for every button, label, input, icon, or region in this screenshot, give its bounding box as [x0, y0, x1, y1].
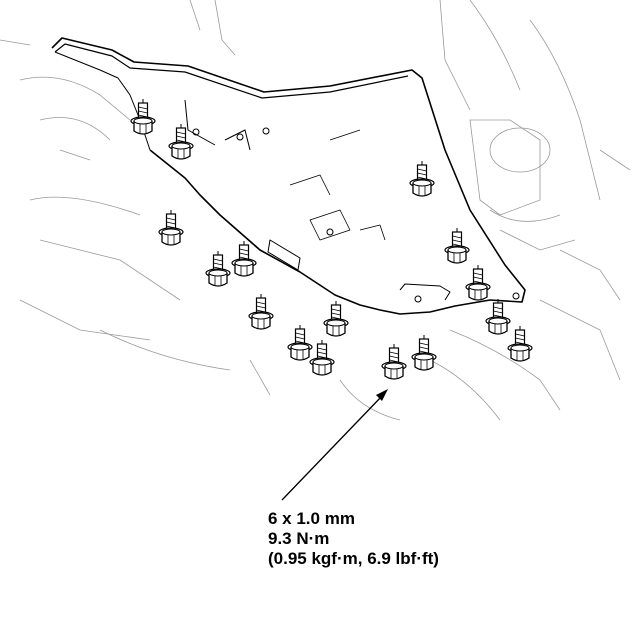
bolt [507, 325, 533, 362]
bolt-group [130, 98, 533, 380]
bolt [381, 343, 407, 380]
callout-leader-arrow [281, 389, 388, 501]
torque-callout: 6 x 1.0 mm 9.3 N·m (0.95 kgf·m, 6.9 lbf·… [268, 509, 439, 569]
torque-nm-label: 9.3 N·m [268, 529, 330, 548]
bolt [205, 250, 231, 287]
bolt [411, 334, 437, 371]
bolt [309, 339, 335, 376]
torque-alt-label: (0.95 kgf·m, 6.9 lbf·ft) [268, 549, 439, 568]
bolt [168, 123, 194, 160]
bolt [444, 227, 470, 264]
bolt [287, 324, 313, 361]
under-cover-panel [51, 37, 526, 315]
bolt [409, 160, 435, 197]
bolt [248, 293, 274, 330]
bolt [323, 300, 349, 337]
bolt [130, 98, 156, 135]
bolt [465, 264, 491, 301]
bolt-size-label: 6 x 1.0 mm [268, 509, 355, 528]
bolt [231, 240, 257, 277]
bolt [158, 209, 184, 246]
bolt [485, 298, 511, 335]
background-structure [0, 0, 631, 421]
